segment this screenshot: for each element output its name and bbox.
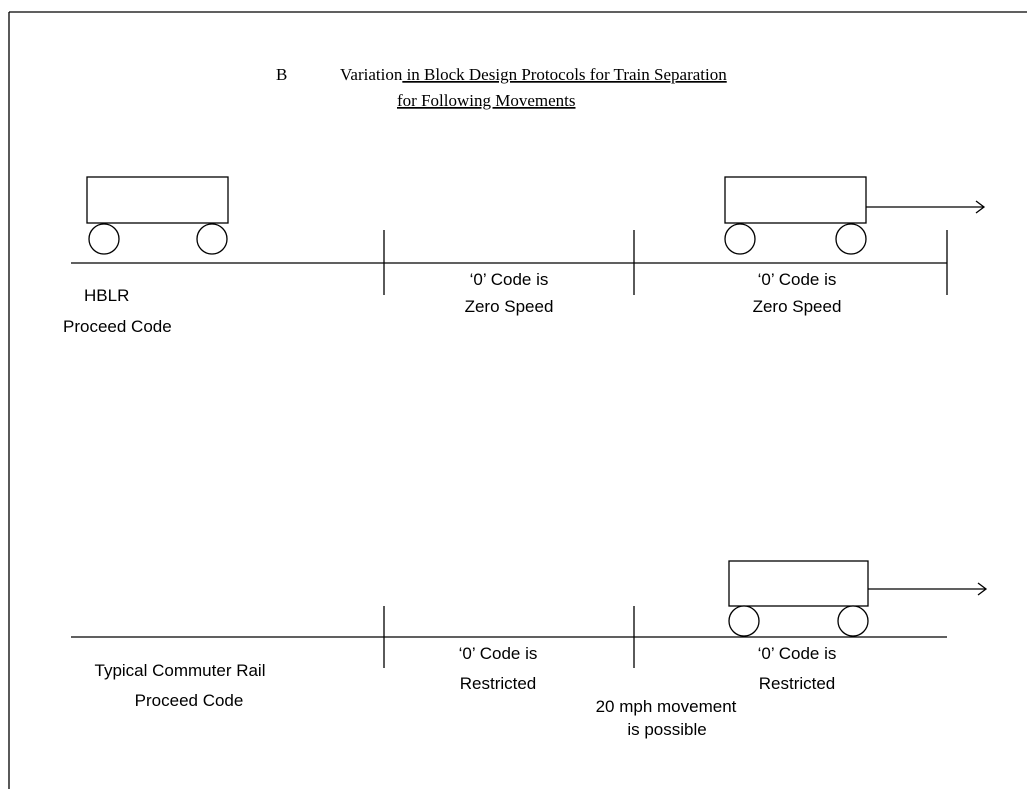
- hblr-block2-speed-label: Zero Speed: [753, 297, 842, 316]
- hblr-track-section: HBLR Proceed Code ‘0’ Code is Zero Speed…: [63, 176, 986, 336]
- train-wheel-icon: [728, 605, 760, 637]
- train-wheel-icon: [724, 223, 756, 255]
- train-car-body: [86, 176, 229, 224]
- figure-title: Variation in Block Design Protocols for …: [340, 65, 727, 84]
- train-wheel-icon: [837, 605, 869, 637]
- figure-subtitle: for Following Movements: [397, 91, 576, 110]
- hblr-leading-train-car: [724, 176, 986, 255]
- train-car-body: [728, 560, 869, 607]
- direction-arrow-icon: [975, 200, 986, 214]
- commuter-movement-note-line1: 20 mph movement: [596, 697, 737, 716]
- train-car-body: [724, 176, 867, 224]
- hblr-trailing-train-car: [86, 176, 229, 255]
- hblr-block1-code-label: ‘0’ Code is: [470, 270, 549, 289]
- figure-label: B: [276, 65, 287, 84]
- train-wheel-icon: [835, 223, 867, 255]
- hblr-block1-speed-label: Zero Speed: [465, 297, 554, 316]
- hblr-proceed-code-label: Proceed Code: [63, 317, 172, 336]
- commuter-block2-code-label: ‘0’ Code is: [758, 644, 837, 663]
- commuter-track-section: Typical Commuter Rail Proceed Code ‘0’ C…: [71, 560, 988, 739]
- hblr-block2-code-label: ‘0’ Code is: [758, 270, 837, 289]
- commuter-proceed-code-label: Proceed Code: [135, 691, 244, 710]
- train-wheel-icon: [88, 223, 120, 255]
- commuter-block1-code-label: ‘0’ Code is: [459, 644, 538, 663]
- commuter-movement-note-line2: is possible: [627, 720, 706, 739]
- hblr-name-label: HBLR: [84, 286, 129, 305]
- commuter-block1-restriction-label: Restricted: [460, 674, 537, 693]
- commuter-block2-restriction-label: Restricted: [759, 674, 836, 693]
- commuter-leading-train-car: [728, 560, 988, 637]
- train-wheel-icon: [196, 223, 228, 255]
- direction-arrow-icon: [977, 582, 988, 596]
- commuter-name-label: Typical Commuter Rail: [95, 661, 266, 680]
